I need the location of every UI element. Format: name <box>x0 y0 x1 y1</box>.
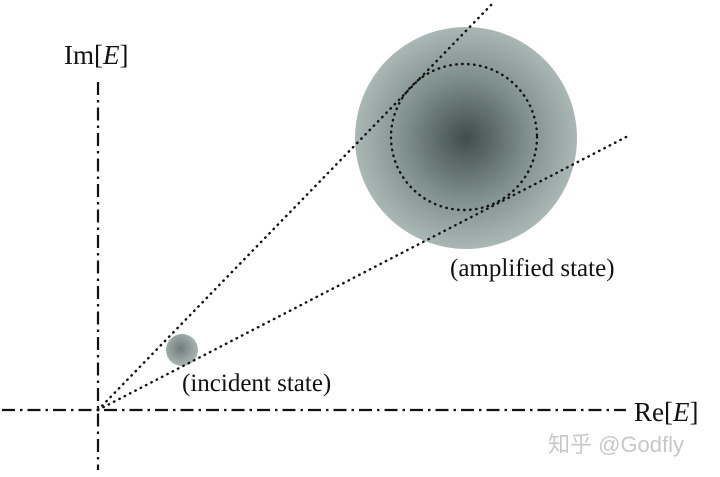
amplified-state-blob <box>355 27 577 249</box>
incident-state-blob <box>166 334 198 366</box>
imaginary-axis-label: Im[E] <box>64 40 128 70</box>
incident-state-label: (incident state) <box>182 370 331 397</box>
watermark: 知乎 @Godfly <box>548 432 684 457</box>
upper-tangent-line <box>96 0 496 412</box>
real-axis-label: Re[E] <box>634 397 698 427</box>
amplified-state-inner-circle <box>389 62 539 212</box>
lower-tangent-line <box>96 133 632 412</box>
amplified-state-label: (amplified state) <box>450 255 615 282</box>
